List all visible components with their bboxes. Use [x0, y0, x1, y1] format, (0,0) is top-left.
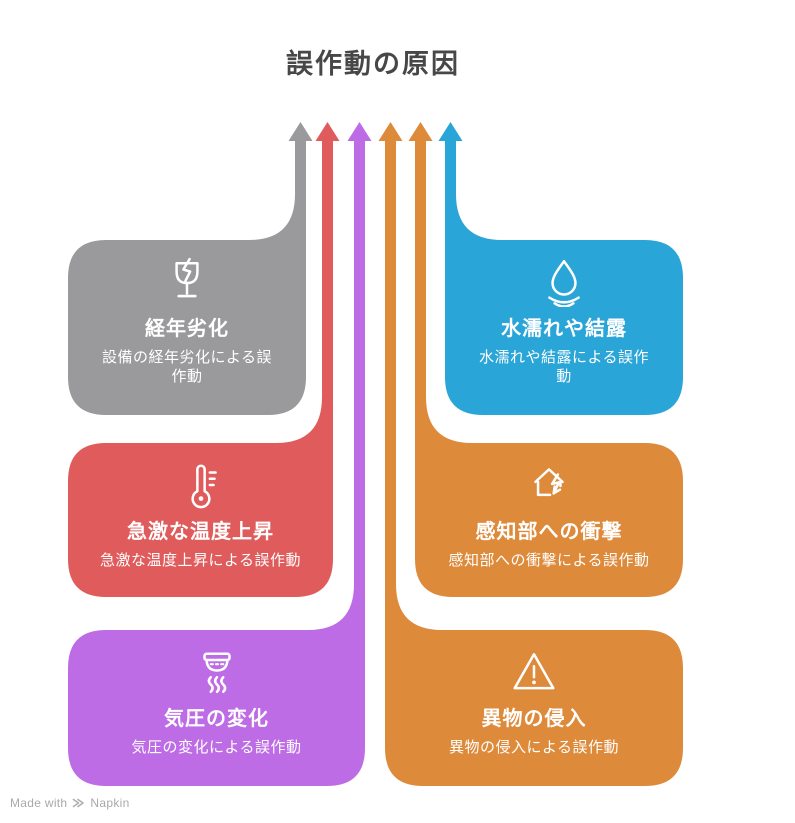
funnel-shape-temperature	[68, 122, 340, 597]
funnel-shape-aging	[68, 122, 313, 415]
card-temperature: 急激な温度上昇 急激な温度上昇による誤作動	[68, 443, 333, 597]
card-pressure: 気圧の変化 気圧の変化による誤作動	[68, 630, 365, 786]
warning-triangle-icon	[509, 647, 559, 697]
card-foreign-object: 異物の侵入 異物の侵入による誤作動	[385, 630, 683, 786]
napkin-logo-icon	[73, 798, 85, 808]
page-title: 誤作動の原因	[286, 49, 460, 79]
card-title: 感知部への衝撃	[475, 521, 623, 543]
card-description: 設備の経年劣化による誤作動	[101, 349, 273, 385]
card-description: 気圧の変化による誤作動	[131, 739, 302, 756]
brand-label: Napkin	[90, 796, 130, 810]
card-water: 水濡れや結露 水濡れや結露による誤作動	[445, 240, 683, 415]
smoke-detector-icon	[192, 647, 242, 697]
house-impact-icon	[524, 460, 574, 510]
card-title: 異物の侵入	[481, 708, 587, 730]
funnel-shape-impact	[408, 122, 683, 597]
card-title: 水濡れや結露	[501, 318, 627, 340]
card-impact: 感知部への衝撃 感知部への衝撃による誤作動	[415, 443, 683, 597]
card-title: 急激な温度上昇	[127, 521, 274, 543]
card-description: 水濡れや結露による誤作動	[478, 349, 650, 385]
broken-glass-icon	[162, 257, 212, 307]
made-with-label: Made with	[10, 796, 68, 810]
card-title: 経年劣化	[145, 318, 229, 340]
card-description: 感知部への衝撃による誤作動	[448, 552, 650, 569]
funnel-shape-foreign-object	[378, 122, 683, 786]
thermometer-icon	[176, 460, 226, 510]
funnel-shape-water	[438, 122, 683, 415]
card-title: 気圧の変化	[164, 708, 269, 730]
card-description: 異物の侵入による誤作動	[448, 739, 620, 756]
napkin-credit: Made with Napkin	[10, 796, 130, 810]
card-description: 急激な温度上昇による誤作動	[99, 552, 302, 569]
card-aging: 経年劣化 設備の経年劣化による誤作動	[68, 240, 306, 415]
water-drop-icon	[539, 257, 589, 307]
